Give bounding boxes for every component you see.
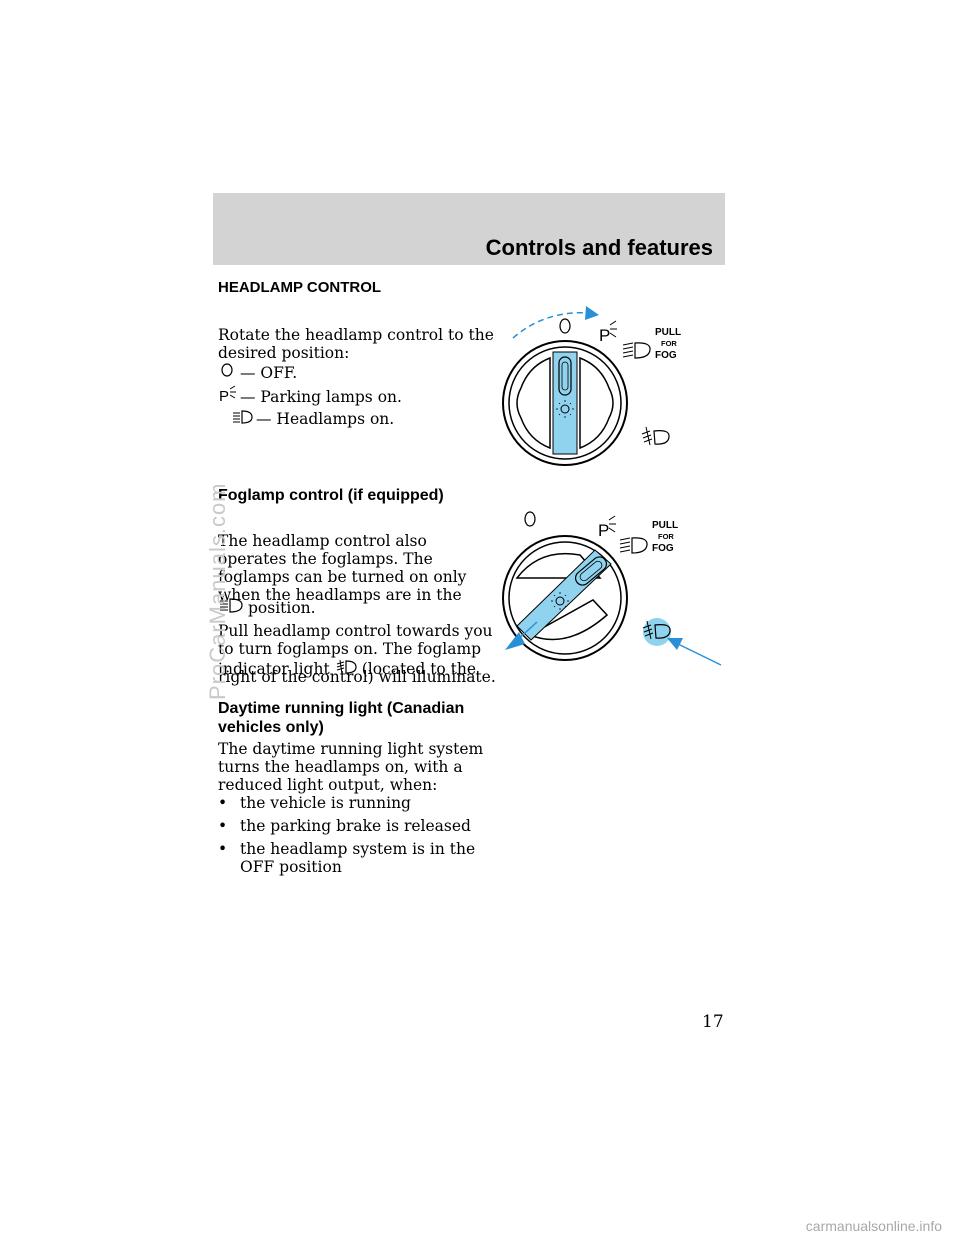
fog-p1-line2: operates the foglamps. The: [218, 550, 433, 568]
svg-text:FOR: FOR: [661, 339, 677, 348]
legend-off-text: — OFF.: [240, 364, 298, 382]
footer-url[interactable]: carmanualsonline.info: [805, 1218, 942, 1234]
list-item-text: the parking brake is released: [240, 817, 471, 835]
svg-text:P: P: [599, 326, 610, 345]
fog-p2-line1: Pull headlamp control towards you: [218, 622, 493, 640]
foglamp-heading: Foglamp control (if equipped): [218, 487, 444, 504]
drl-heading-line2: vehicles only): [218, 719, 324, 736]
fog-p1-tail: position.: [248, 599, 316, 617]
svg-text:FOG: FOG: [655, 350, 677, 361]
bullet-glyph: •: [218, 840, 228, 858]
svg-text:PULL: PULL: [655, 327, 681, 338]
fog-p1-line5: position.: [218, 596, 316, 621]
drl-intro-line1: The daytime running light system: [218, 740, 484, 758]
bullet-glyph: •: [218, 794, 228, 812]
headlamp-intro-line2: desired position:: [218, 344, 350, 362]
legend-parking-text: — Parking lamps on.: [240, 388, 402, 406]
headlamps-icon: [232, 408, 256, 431]
fog-p2-line3-b: (located to the: [361, 660, 477, 678]
list-item: • the headlamp system is in the: [218, 840, 475, 859]
drl-intro-line2: turns the headlamps on, with a: [218, 758, 463, 776]
fog-p2-line4: right of the control) will illuminate.: [218, 668, 496, 686]
svg-text:PULL: PULL: [652, 520, 678, 531]
bullet-glyph: •: [218, 817, 228, 835]
section-header-band: Controls and features: [213, 193, 725, 265]
legend-headlamps-text: — Headlamps on.: [256, 410, 395, 428]
legend-headlamps: — Headlamps on.: [232, 408, 394, 431]
drl-heading-line1: Daytime running light (Canadian: [218, 700, 465, 717]
drl-intro-line3: reduced light output, when:: [218, 776, 438, 794]
fog-p2-line3-a: indicator light: [218, 660, 330, 678]
headlamp-heading: HEADLAMP CONTROL: [218, 279, 382, 296]
watermark: ProCarManuals.com: [205, 482, 230, 700]
svg-text:P: P: [219, 388, 229, 405]
foglamp-indicator-icon: [334, 658, 362, 681]
section-title: Controls and features: [485, 235, 713, 260]
fog-p2-line3: indicator light (located to the: [218, 658, 476, 681]
headlamp-switch-diagram-off: P PULL FOR FOG: [502, 306, 681, 466]
fog-p1-line3: foglamps can be turned on only: [218, 568, 467, 586]
parking-lamps-icon: P: [218, 385, 240, 410]
headlamp-intro-line1: Rotate the headlamp control to the: [218, 326, 494, 344]
fog-p1-line4: when the headlamps are in the: [218, 586, 462, 604]
headlamp-switch-diagram-fog: P PULL FOR FOG: [502, 511, 722, 666]
list-item: • the parking brake is released: [218, 817, 471, 836]
headlamps-icon: [218, 596, 248, 621]
fog-p2-line2: to turn foglamps on. The foglamp: [218, 640, 482, 658]
page-number: 17: [702, 1012, 724, 1032]
legend-parking: P — Parking lamps on.: [218, 385, 402, 410]
svg-text:FOG: FOG: [652, 543, 674, 554]
list-item-text: the vehicle is running: [240, 794, 411, 812]
list-item-text: the headlamp system is in the: [240, 840, 476, 858]
fog-p1-line1: The headlamp control also: [218, 532, 427, 550]
svg-text:P: P: [598, 521, 609, 540]
svg-text:FOR: FOR: [658, 532, 674, 541]
list-item: • the vehicle is running: [218, 794, 411, 813]
legend-off: — OFF.: [218, 362, 297, 385]
off-icon: [218, 362, 240, 385]
list-item-text-cont: OFF position: [240, 858, 342, 876]
